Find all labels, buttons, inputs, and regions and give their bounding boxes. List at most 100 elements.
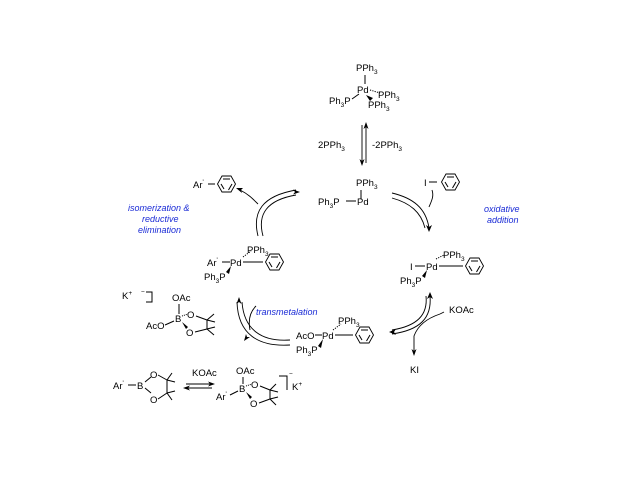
step-oxidative-line1: oxidative: [484, 204, 520, 214]
transmetalation-arrow: [236, 297, 291, 346]
left-aco-label: AcO: [146, 321, 164, 332]
svg-text:Ph3P: Ph3P: [400, 276, 422, 289]
bottom-ar-label: Ar: [216, 392, 226, 403]
k-plus-left-label: K: [122, 291, 129, 302]
svg-text:-2PPh3: -2PPh3: [372, 140, 402, 153]
iodo-label: I: [424, 178, 427, 189]
svg-text:K+: K+: [292, 381, 302, 393]
oxidative-addition-arrow: [391, 189, 434, 232]
tm-pd-label: Pd: [322, 331, 334, 342]
equilibrium-arrows: 2PPh3 -2PPh3: [318, 122, 402, 166]
step-oxidative-line2: addition: [487, 215, 519, 225]
ar-label: Ar: [207, 258, 217, 269]
benzene-ring-iodo: [440, 173, 461, 191]
svg-text:PPh3: PPh3: [378, 90, 400, 103]
left-o2-label: O: [186, 328, 193, 339]
svg-text:Ph3P: Ph3P: [329, 96, 351, 109]
biaryl-product: Ar': [193, 175, 237, 193]
svg-text:PPh3: PPh3: [368, 100, 390, 113]
arrowhead-up: [363, 122, 369, 129]
svg-text:Ar': Ar': [193, 179, 204, 191]
arrowhead-down: [359, 159, 365, 166]
ox-ph3p-label: Ph: [400, 276, 412, 287]
diaryl-pd-complex: PPh3 Ar' Pd Ph3P: [204, 245, 285, 285]
step-transmetalation: transmetalation: [256, 307, 318, 317]
bottom-oac-label: OAc: [236, 366, 255, 377]
product-ar-label: Ar: [193, 180, 203, 191]
svg-text:K+: K+: [122, 290, 132, 302]
active-catalyst-pd-pph3-2: PPh3 Ph3P Pd: [318, 178, 378, 210]
ester-o1-label: O: [150, 370, 157, 381]
ar-pd-label: Pd: [230, 258, 242, 269]
left-o1-label: O: [187, 310, 194, 321]
minus-bottom-label: −: [289, 371, 293, 378]
ki-label: KI: [410, 365, 419, 376]
ph3p-left-label: Ph: [329, 96, 341, 107]
svg-text:PPh3: PPh3: [338, 316, 360, 329]
ox-pph3-label: PPh: [443, 250, 461, 261]
aryl-boronic-ester: Ar' B O O: [113, 370, 176, 406]
acetato-pd-complex: PPh3 AcO Pd Ph3P: [296, 316, 375, 358]
benzene-ring-tm: [354, 326, 375, 344]
bond-pd-p-left: [351, 93, 360, 100]
left-b-label: B: [175, 314, 181, 325]
bottom-o1-label: O: [251, 380, 258, 391]
iodobenzene-reagent: I: [424, 173, 461, 191]
active-pph3-label: PPh: [356, 178, 374, 189]
ox-i-label: I: [410, 262, 413, 273]
tm-pph3-label: PPh: [338, 316, 356, 327]
svg-text:PPh3: PPh3: [443, 250, 465, 263]
tm-aco-label: AcO: [296, 331, 314, 342]
bottom-b-label: B: [239, 384, 245, 395]
svg-text:Ph3P: Ph3P: [296, 345, 318, 358]
svg-text:Ar': Ar': [216, 391, 227, 403]
pph3-bottom-label: PPh: [368, 100, 386, 111]
k-plus-bottom-label: K: [292, 382, 299, 393]
active-ph3p-label: Ph: [318, 197, 330, 208]
reductive-elimination-arrow: [236, 188, 300, 237]
benzene-ring-ox: [464, 257, 485, 275]
ar-ph3p-label: Ph: [204, 272, 216, 283]
pph3-right-label: PPh: [378, 90, 396, 101]
step-isomerization-line3: elimination: [138, 225, 181, 235]
svg-text:Ph3P: Ph3P: [318, 197, 340, 210]
ester-o2-label: O: [150, 395, 157, 406]
plus-2pph3-label: 2PPh: [318, 140, 341, 151]
svg-text:Ar': Ar': [113, 380, 124, 392]
left-oac-label: OAc: [172, 293, 191, 304]
ester-ar-label: Ar: [113, 381, 123, 392]
step-isomerization-line2: reductive: [142, 214, 179, 224]
subscript-3: 3: [374, 69, 378, 76]
tm-ph3p-label: Ph: [296, 345, 308, 356]
svg-text:PPh3: PPh3: [356, 178, 378, 191]
svg-text:Ar': Ar': [207, 257, 218, 269]
ox-pd-label: Pd: [426, 262, 438, 273]
precatalyst-pd-pph3-4: PPh3 Pd PPh3 Ph3P PPh3: [329, 63, 400, 113]
ester-b-label: B: [137, 381, 143, 392]
minus-left-label: −: [141, 289, 145, 296]
bracket-left-borate: [146, 291, 153, 303]
bottom-o2-label: O: [250, 399, 257, 410]
ester-borate-equilibrium: KOAc: [183, 368, 217, 391]
step-isomerization-line1: isomerization &: [128, 203, 190, 213]
svg-text:PPh3: PPh3: [356, 63, 378, 76]
pph3-top-label: PPh: [356, 63, 374, 74]
svg-text:2PPh3: 2PPh3: [318, 140, 345, 153]
pd-label: Pd: [357, 85, 369, 96]
koac-right-label: KOAc: [449, 305, 474, 316]
koac-bottom-label: KOAc: [192, 368, 217, 379]
bracket-bottom-borate: [279, 375, 288, 390]
svg-text:Ph3P: Ph3P: [204, 272, 226, 285]
diacetoxy-borate-salt: K+ − OAc B AcO O O: [122, 289, 216, 339]
minus-2pph3-label: -2PPh: [372, 140, 398, 151]
hashed-bond-right: [369, 89, 381, 94]
benzene-ring-ar: [264, 253, 285, 271]
active-pd-label: Pd: [357, 197, 369, 208]
wedge-bond-bottom: [366, 95, 373, 101]
aryl-acetoxy-borate: OAc B Ar' O O − K+: [216, 366, 302, 410]
ligand-exchange-arrow: [389, 292, 445, 356]
svg-text:PPh3: PPh3: [247, 245, 269, 258]
ar-pph3-label: PPh: [247, 245, 265, 256]
